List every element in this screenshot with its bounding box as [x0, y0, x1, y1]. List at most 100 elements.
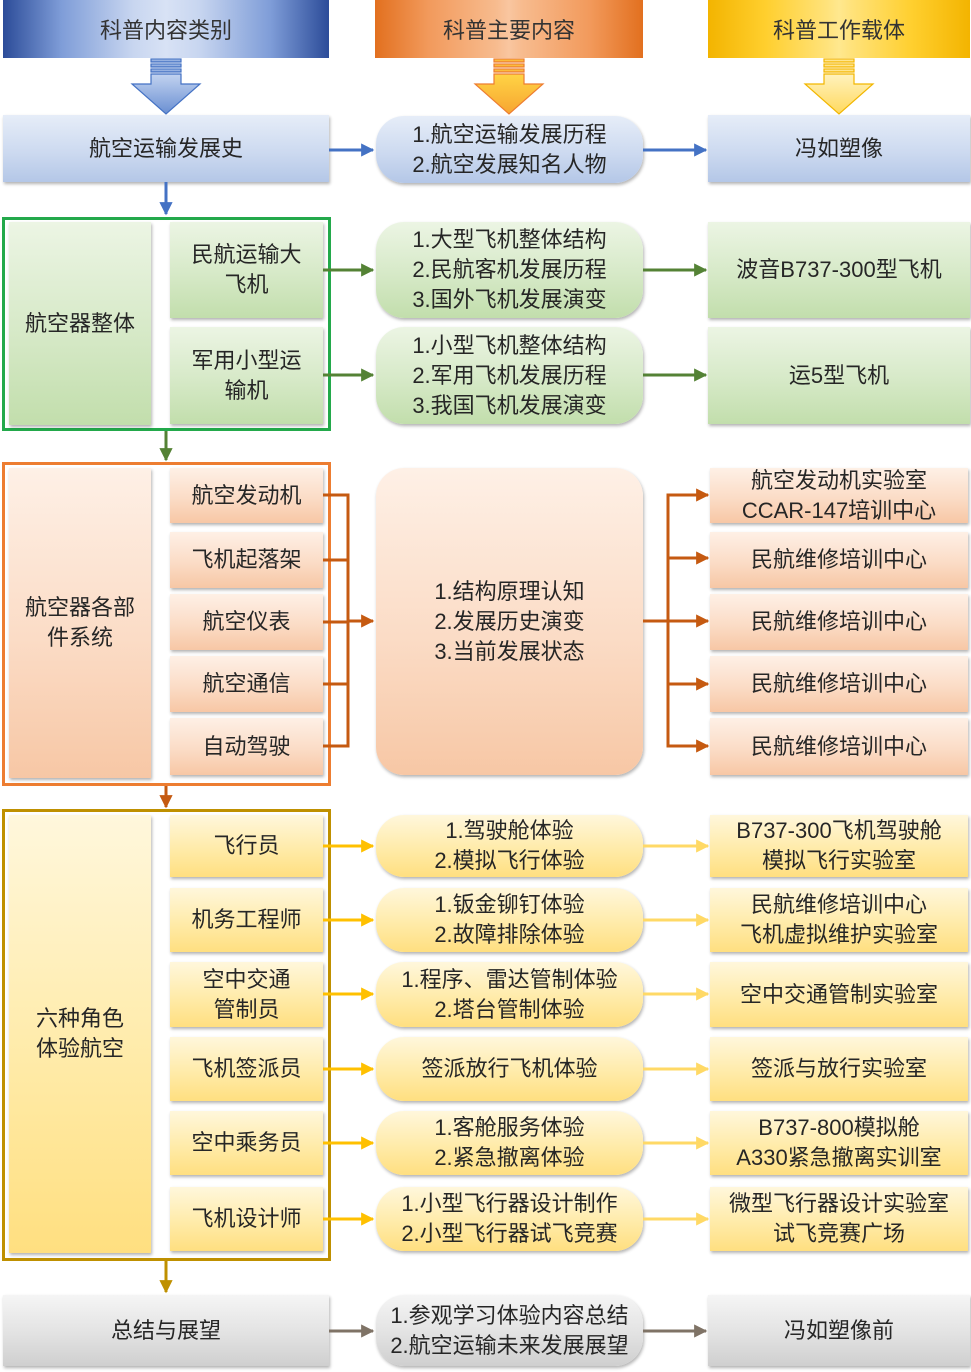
carrier-history-label: 冯如塑像: [794, 135, 883, 161]
carrier-line: 签派与放行实验室: [750, 1056, 927, 1081]
content-summary: 1.参观学习体验内容总结 2.航空运输未来发展展望: [376, 1295, 643, 1366]
carrier-role-flight-attendant: B737-800模拟舱 A330紧急撤离实训室: [710, 1111, 968, 1175]
carrier-component-engine: 航空发动机实验室 CCAR-147培训中心: [710, 468, 968, 523]
component-item-instruments: 航空仪表: [170, 594, 323, 650]
header-carrier: 科普工作载体: [708, 0, 970, 58]
role-label: 机务工程师: [191, 907, 302, 932]
aircraft-item-line: 飞机: [224, 272, 269, 297]
content-line: 1.大型飞机整体结构: [412, 227, 607, 252]
header-arrow-content: [473, 58, 545, 115]
component-item-label: 航空仪表: [202, 609, 291, 634]
content-line: 签派放行飞机体验: [421, 1056, 598, 1081]
header-content-label: 科普主要内容: [442, 18, 575, 43]
content-line: 1.程序、雷达管制体验: [401, 966, 618, 992]
carrier-line: 微型飞行器设计实验室: [728, 1191, 949, 1216]
carrier-role-air-traffic-controller: 空中交通管制实验室: [710, 962, 968, 1027]
header-arrow-stripe: [493, 58, 525, 63]
carrier-line: 民航维修培训中心: [750, 733, 927, 759]
header-arrow-category: [130, 58, 202, 115]
content-role-dispatcher: 签派放行飞机体验: [376, 1037, 643, 1101]
header-carrier-label: 科普工作载体: [772, 18, 905, 43]
header-arrow-stripe: [823, 68, 855, 73]
carrier-aircraft-military: 运5型飞机: [708, 327, 970, 424]
component-item-autopilot: 自动驾驶: [170, 718, 323, 775]
role-maintenance-engineer: 机务工程师: [170, 888, 323, 952]
carrier-component-autopilot: 民航维修培训中心: [710, 718, 968, 775]
component-item-communication: 航空通信: [170, 656, 323, 712]
carrier-role-aircraft-designer: 微型飞行器设计实验室 试飞竞赛广场: [710, 1187, 968, 1251]
header-category: 科普内容类别: [3, 0, 329, 58]
carrier-history: 冯如塑像: [708, 115, 970, 182]
role-label: 管制员: [213, 996, 280, 1022]
carrier-role-maintenance-engineer: 民航维修培训中心 飞机虚拟维护实验室: [710, 888, 968, 952]
role-label: 飞机签派员: [191, 1056, 302, 1081]
role-pilot: 飞行员: [170, 815, 323, 877]
header-arrow-carrier: [803, 58, 875, 115]
role-air-traffic-controller: 空中交通 管制员: [170, 962, 323, 1027]
content-line: 3.国外飞机发展演变: [412, 287, 607, 312]
content-role-pilot: 1.驾驶舱体验 2.模拟飞行体验: [376, 815, 643, 877]
category-summary-label: 总结与展望: [110, 1317, 221, 1343]
content-line: 1.小型飞机整体结构: [412, 332, 607, 358]
carrier-line: 民航维修培训中心: [750, 609, 927, 634]
content-components: 1.结构原理认知 2.发展历史演变 3.当前发展状态: [376, 468, 643, 775]
category-history: 航空运输发展史: [3, 115, 329, 182]
carrier-line: 模拟飞行实验室: [761, 848, 916, 873]
roles-group-label: 六种角色 体验航空: [9, 815, 151, 1253]
role-label: 飞行员: [213, 833, 280, 858]
content-line: 2.航空运输未来发展展望: [390, 1332, 629, 1358]
aircraft-item-line: 民航运输大: [191, 242, 302, 267]
content-line: 1.结构原理认知: [434, 578, 585, 604]
content-line: 1.钣金铆钉体验: [434, 892, 585, 917]
header-arrow-stripe: [493, 68, 525, 73]
aircraft-item-line: 军用小型运: [191, 347, 302, 373]
components-section-frame: [2, 462, 331, 786]
component-item-label: 航空发动机: [191, 482, 302, 508]
component-item-engine: 航空发动机: [170, 468, 323, 523]
carrier-component-communication: 民航维修培训中心: [710, 656, 968, 712]
aircraft-group-label: 航空器整体: [9, 222, 151, 425]
carrier-component-instruments: 民航维修培训中心: [710, 594, 968, 650]
role-dispatcher: 飞机签派员: [170, 1037, 323, 1101]
carrier-line: B737-800模拟舱: [758, 1115, 920, 1140]
aircraft-group-text: 航空器整体: [24, 310, 135, 336]
role-label: 空中乘务员: [191, 1130, 302, 1155]
roles-group-line: 六种角色: [35, 1006, 124, 1031]
content-line: 2.发展历史演变: [434, 608, 585, 634]
content-aircraft-civil: 1.大型飞机整体结构 2.民航客机发展历程 3.国外飞机发展演变: [376, 222, 643, 318]
content-history-line: 2.航空发展知名人物: [412, 151, 607, 177]
aircraft-item-line: 输机: [224, 377, 269, 403]
content-line: 2.小型飞行器试飞竞赛: [401, 1221, 618, 1246]
carrier-summary: 冯如塑像前: [708, 1295, 970, 1366]
header-arrow-stripe: [823, 58, 855, 63]
role-aircraft-designer: 飞机设计师: [170, 1187, 323, 1251]
content-line: 2.故障排除体验: [434, 922, 585, 947]
content-line: 1.客舱服务体验: [434, 1115, 585, 1140]
roles-group-line: 体验航空: [35, 1036, 124, 1061]
component-item-label: 自动驾驶: [202, 733, 291, 759]
carrier-role-dispatcher: 签派与放行实验室: [710, 1037, 968, 1101]
content-line: 2.军用飞机发展历程: [412, 362, 607, 388]
carrier-line: 运5型飞机: [788, 362, 890, 388]
content-line: 1.小型飞行器设计制作: [401, 1191, 618, 1216]
components-group-line: 航空器各部: [24, 595, 135, 620]
content-history-line: 1.航空运输发展历程: [412, 121, 607, 147]
content-line: 3.当前发展状态: [434, 638, 585, 664]
role-label: 飞机设计师: [191, 1206, 302, 1231]
carrier-line: 民航维修培训中心: [750, 892, 927, 917]
header-arrow-stripe: [493, 63, 525, 68]
aircraft-section-frame: [2, 217, 331, 431]
carrier-line: 试飞竞赛广场: [772, 1221, 905, 1246]
content-role-flight-attendant: 1.客舱服务体验 2.紧急撤离体验: [376, 1111, 643, 1175]
carrier-line: 波音B737-300型飞机: [736, 257, 942, 282]
carrier-role-pilot: B737-300飞机驾驶舱 模拟飞行实验室: [710, 815, 968, 877]
content-aircraft-military: 1.小型飞机整体结构 2.军用飞机发展历程 3.我国飞机发展演变: [376, 327, 643, 424]
component-item-label: 航空通信: [202, 671, 291, 696]
content-history: 1.航空运输发展历程 2.航空发展知名人物: [376, 116, 643, 183]
carrier-line: 民航维修培训中心: [750, 671, 927, 696]
carrier-line: CCAR-147培训中心: [741, 497, 937, 523]
aircraft-item-civil: 民航运输大 飞机: [170, 222, 323, 318]
components-group-line: 件系统: [46, 625, 113, 650]
carrier-line: 民航维修培训中心: [750, 547, 927, 572]
header-content: 科普主要内容: [375, 0, 643, 58]
